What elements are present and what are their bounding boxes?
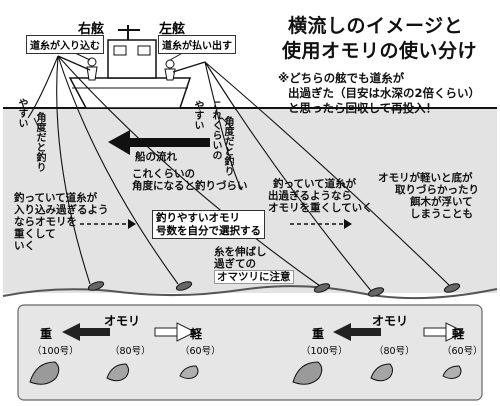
- leader-angle-right: [221, 117, 233, 129]
- vtext-angle-right1: これくらいの: [210, 100, 221, 160]
- size-80-left: （80号）: [110, 346, 151, 357]
- label-choose-weight-2: 号数を自分で選択する: [156, 224, 261, 237]
- size-60-left: （60号）: [180, 346, 221, 357]
- label-hard-angle-1: これくらいの: [132, 168, 195, 180]
- label-too-light-4: しまうことも: [410, 208, 473, 220]
- vtext-easy-right: やすい: [192, 100, 203, 130]
- heavy-label-left: 重: [40, 327, 53, 341]
- label-too-light-3: 餌木が浮いて: [410, 196, 473, 208]
- light-label-left: 軽: [190, 327, 203, 341]
- light-label-right: 軽: [452, 327, 465, 341]
- sinker-shapes: [29, 361, 462, 385]
- fishing-lines: [27, 55, 451, 293]
- size-100-left: （100号）: [32, 346, 79, 357]
- vtext-angle-right2: 角度だと釣り: [222, 116, 233, 176]
- size-60-right: （60号）: [442, 346, 483, 357]
- label-line-drawn-in: 道糸が入り込む: [26, 35, 104, 54]
- label-drawn-in-1: 釣っていて道糸が: [14, 192, 98, 204]
- size-80-right: （80号）: [374, 346, 415, 357]
- label-drawn-in-3: ならオモリを: [14, 216, 77, 228]
- label-drawn-in-4: 重くして: [14, 228, 56, 240]
- label-drawn-in-5: いく: [14, 240, 35, 252]
- label-hard-angle-2: 角度になると釣りづらい: [132, 180, 248, 192]
- size-100-right: （100号）: [301, 346, 348, 357]
- dashed-arrow-head-1: [128, 219, 136, 229]
- label-right-side: 右舷: [78, 22, 105, 37]
- title-line1: 横流しのイメージと: [288, 15, 464, 37]
- heavy-label-right: 重: [312, 327, 325, 341]
- dashed-arrow-head-2: [344, 219, 352, 229]
- vtext-angle-left: 角度だと釣り: [34, 112, 45, 172]
- leader-angle-left: [33, 117, 41, 131]
- title-line2: 使用オモリの使い分け: [282, 40, 478, 62]
- label-tangle-2: 過ぎての: [214, 258, 256, 270]
- angler-right: [164, 59, 206, 81]
- note-line1: ※どちらの舷でも道糸が: [278, 71, 405, 85]
- omori-arrow-right: [333, 322, 466, 342]
- label-current: 船の流れ: [135, 151, 177, 163]
- label-tangle-1: 糸を伸ばし: [214, 246, 267, 258]
- label-too-light-2: 取りづらかったり: [395, 184, 479, 196]
- vtext-easy-left: やすい: [16, 98, 27, 128]
- weights-on-bottom: [87, 281, 461, 297]
- panel-omori-right: オモリ: [372, 314, 409, 328]
- label-pays-out-3: オモリを重くしていく: [268, 202, 373, 214]
- note-line2: 出過ぎた（目安は水深の2倍くらい）: [288, 86, 480, 100]
- current-arrow: [108, 130, 210, 155]
- label-pays-out-2: 出過ぎるようなら: [268, 190, 352, 202]
- label-pays-out-1: 釣っていて道糸が: [273, 178, 357, 190]
- panel-omori-left: オモリ: [104, 314, 141, 328]
- label-tangle-3: オマツリに注意: [214, 270, 294, 285]
- label-left-side: 左舷: [159, 22, 186, 37]
- sea-bottom: [2, 285, 498, 300]
- omori-arrow-left: [62, 322, 197, 342]
- note-line3: と思ったら回収して再投入！: [288, 101, 438, 115]
- water-area: [3, 108, 497, 293]
- label-choose-weight-1: 釣りやすいオモリ: [156, 212, 240, 224]
- label-line-pays-out: 道糸が払い出す: [158, 35, 236, 54]
- label-choose-weight: 釣りやすいオモリ 号数を自分で選択する: [152, 210, 265, 240]
- label-too-light-1: オモリが軽いと底が: [378, 172, 473, 184]
- label-drawn-in-2: 入り込み過ぎるよう: [14, 204, 109, 216]
